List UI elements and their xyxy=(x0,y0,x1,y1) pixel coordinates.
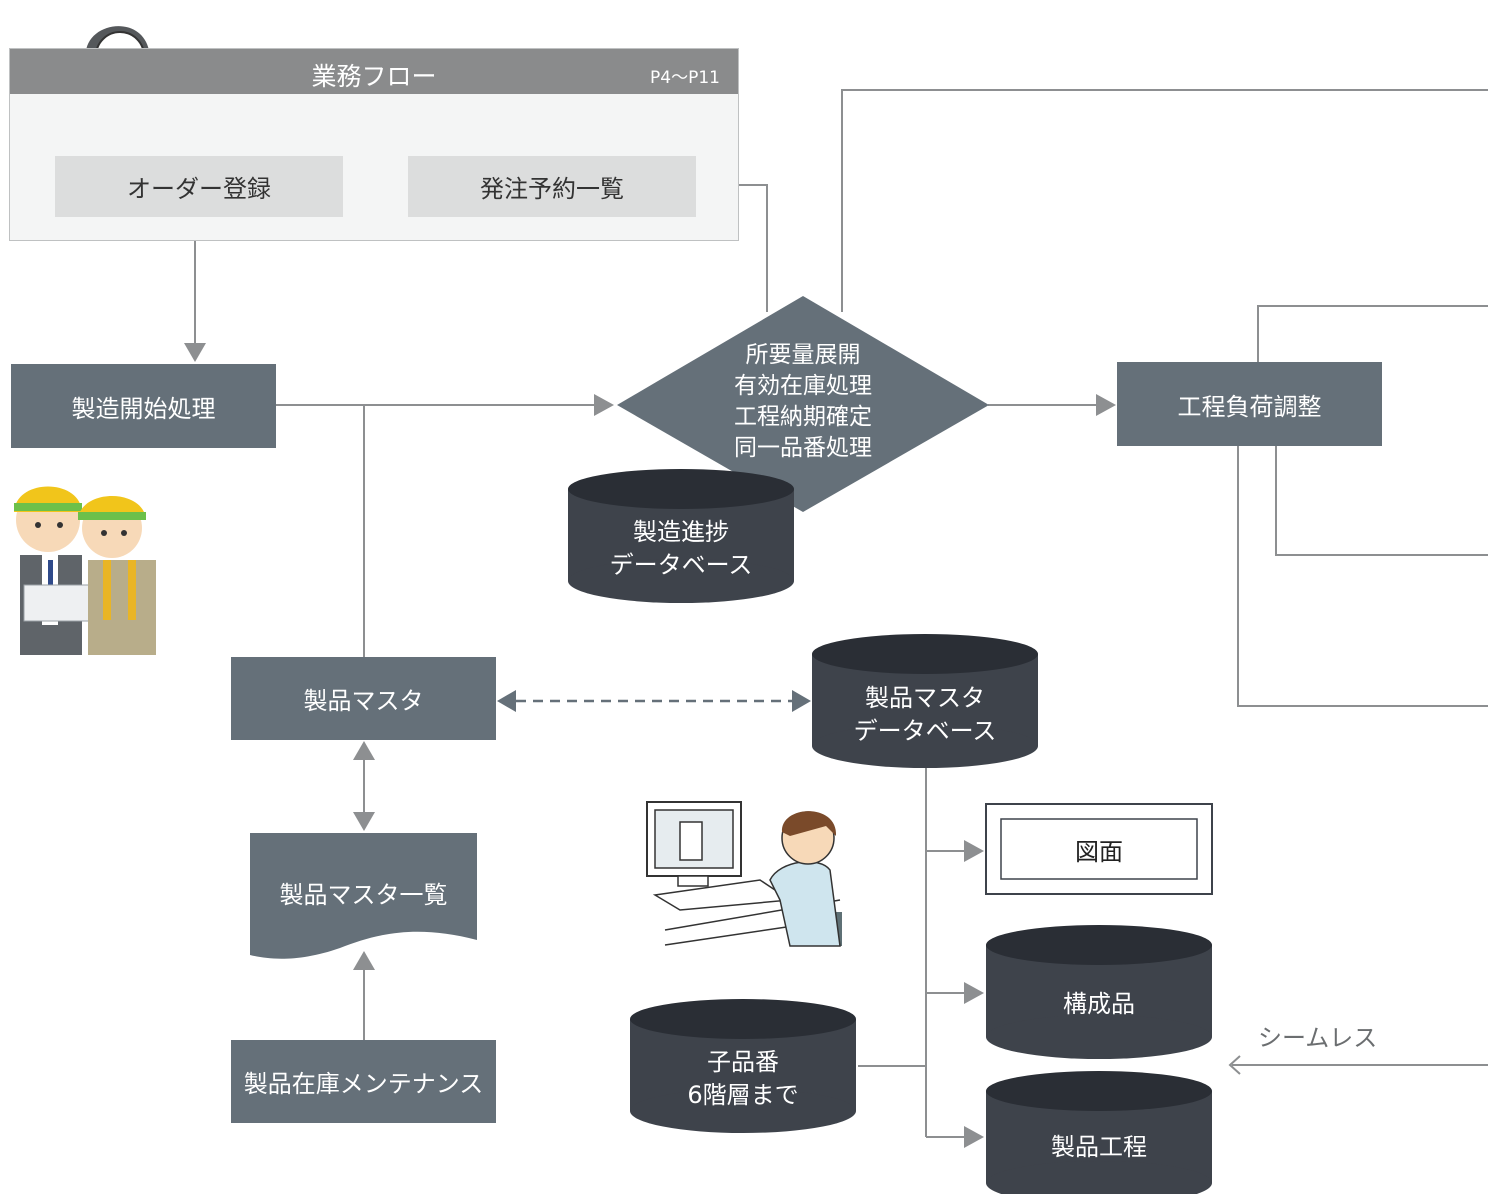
product-process-label: 製品工程 xyxy=(986,1131,1212,1164)
product-process-db-cylinder xyxy=(986,1071,1212,1194)
process-load-adjust-label: 工程負荷調整 xyxy=(1177,392,1322,421)
product-process-line: 製品工程 xyxy=(1051,1133,1147,1161)
product-master-list-label-wrap[interactable]: 製品マスタ一覧 xyxy=(250,862,477,922)
requirements-line: 所要量展開 xyxy=(745,342,861,368)
components-db-cylinder xyxy=(986,925,1212,1059)
computer-user-illustration xyxy=(646,801,842,947)
product-master-label: 製品マスタ xyxy=(303,687,424,715)
progress-db-label: 製造進捗 データベース xyxy=(568,516,794,582)
product-master-list-shape xyxy=(250,833,477,959)
order-reservation-list-label: 発注予約一覧 xyxy=(480,175,624,203)
product-master-db-label: 製品マスタ データベース xyxy=(812,682,1038,748)
child-parts-db-cylinder xyxy=(630,999,856,1133)
product-stock-maintenance-label: 製品在庫メンテナンス xyxy=(243,1070,484,1098)
seamless-label: シームレス xyxy=(1258,1024,1378,1052)
product-master-db-cylinder xyxy=(812,634,1038,768)
process-load-adjust-box[interactable]: 工程負荷調整 xyxy=(1117,362,1382,446)
product-master-db-line: 製品マスタ xyxy=(865,684,985,712)
progress-db-cylinder xyxy=(568,469,794,603)
requirements-diamond-shape xyxy=(617,296,989,512)
product-master-list-label: 製品マスタ一覧 xyxy=(279,880,448,909)
requirements-line: 有効在庫処理 xyxy=(734,373,872,399)
product-master-db-line: データベース xyxy=(853,717,997,745)
components-line: 構成品 xyxy=(1063,990,1135,1018)
child-parts-label: 子品番 6階層まで xyxy=(630,1046,856,1112)
business-flow-title: 業務フロー xyxy=(311,62,437,91)
requirements-line: 同一品番処理 xyxy=(734,435,872,461)
order-reservation-list-box[interactable]: 発注予約一覧 xyxy=(408,156,696,217)
product-stock-maintenance-box[interactable]: 製品在庫メンテナンス xyxy=(231,1040,496,1123)
progress-db-line: 製造進捗 xyxy=(633,518,729,546)
order-registration-box[interactable]: オーダー登録 xyxy=(55,156,343,217)
manufacturing-start-box[interactable]: 製造開始処理 xyxy=(11,364,276,448)
product-master-box[interactable]: 製品マスタ xyxy=(231,657,496,740)
child-parts-line: 6階層まで xyxy=(687,1081,799,1109)
construction-workers-illustration xyxy=(14,486,156,655)
components-label: 構成品 xyxy=(986,988,1212,1021)
drawing-frame xyxy=(985,803,1213,895)
manufacturing-start-label: 製造開始処理 xyxy=(71,394,216,423)
page-range-label: P4〜P11 xyxy=(650,68,720,88)
order-registration-label: オーダー登録 xyxy=(127,175,271,203)
progress-db-line: データベース xyxy=(609,551,753,579)
requirements-line: 工程納期確定 xyxy=(734,404,872,430)
child-parts-line: 子品番 xyxy=(707,1048,779,1076)
requirements-diamond-text: 所要量展開 有効在庫処理 工程納期確定 同一品番処理 xyxy=(683,340,923,464)
business-flow-header: 業務フロー P4〜P11 xyxy=(10,49,738,94)
drawing-label-wrap[interactable]: 図面 xyxy=(1001,819,1197,879)
drawing-label: 図面 xyxy=(1075,837,1123,866)
